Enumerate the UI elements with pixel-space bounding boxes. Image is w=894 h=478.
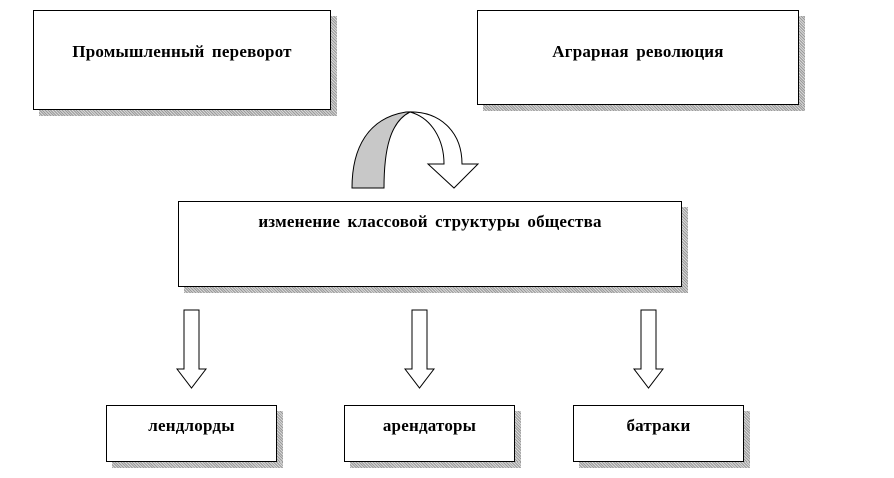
box-shadow: [350, 462, 521, 468]
tenants-box: арендаторы: [344, 405, 515, 462]
agrarian-revolution-label: Аграрная революция: [552, 42, 724, 61]
class-structure-change-box: изменение классовой структуры общества: [178, 201, 682, 287]
down-arrow-icon: [175, 309, 208, 389]
laborers-label: батраки: [626, 416, 691, 435]
down-arrow-icon: [632, 309, 665, 389]
box-shadow: [277, 411, 283, 468]
box-shadow: [682, 207, 688, 293]
curved-arrow-icon: [351, 111, 411, 189]
class-structure-change-label: изменение классовой структуры общества: [258, 212, 602, 231]
box-shadow: [184, 287, 688, 293]
landlords-box: лендлорды: [106, 405, 277, 462]
box-shadow: [744, 411, 750, 468]
tenants-label: арендаторы: [382, 416, 477, 435]
curved-arrow-head-icon: [405, 111, 480, 189]
landlords-label: лендлорды: [148, 416, 235, 435]
laborers-box: батраки: [573, 405, 744, 462]
box-shadow: [799, 16, 805, 111]
box-shadow: [39, 110, 337, 116]
industrial-revolution-label: Промышленный переворот: [72, 42, 292, 61]
agrarian-revolution-box: Аграрная революция: [477, 10, 799, 105]
box-shadow: [331, 16, 337, 116]
box-shadow: [483, 105, 805, 111]
down-arrow-icon: [403, 309, 436, 389]
industrial-revolution-box: Промышленный переворот: [33, 10, 331, 110]
box-shadow: [515, 411, 521, 468]
box-shadow: [112, 462, 283, 468]
box-shadow: [579, 462, 750, 468]
